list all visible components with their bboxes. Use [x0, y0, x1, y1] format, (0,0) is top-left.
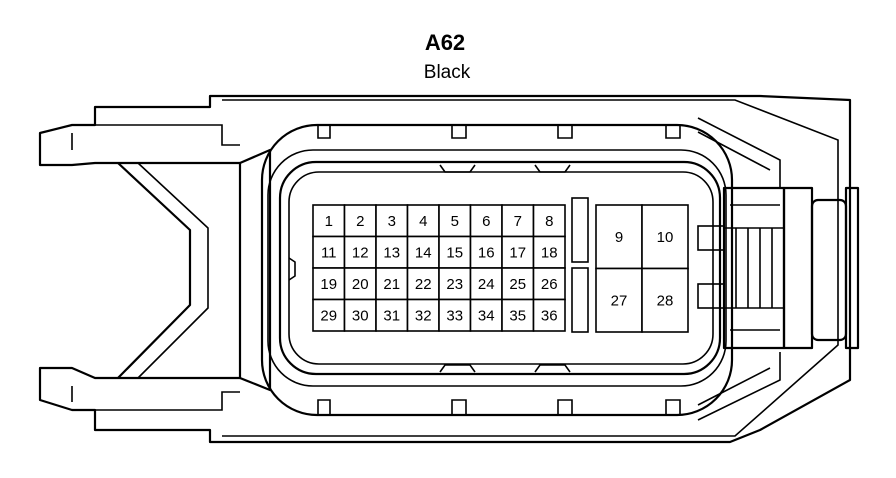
pin-cavity: [375, 235, 409, 269]
large-pin-number: 27: [611, 292, 628, 309]
pin-number: 1: [325, 213, 333, 230]
pin-cavity: [532, 298, 566, 332]
pin-cavity: [375, 267, 409, 301]
connector-color: Black: [424, 62, 471, 83]
pin-cavity: [312, 235, 346, 269]
pin-number: 31: [383, 307, 400, 324]
pin-number: 5: [451, 213, 459, 230]
pin-number: 8: [545, 213, 553, 230]
pin-number: 17: [509, 244, 526, 261]
pin-cavity: [312, 298, 346, 332]
pin-cavity: [438, 298, 472, 332]
pin-number: 25: [509, 276, 526, 293]
pin-cavity: [469, 204, 503, 238]
pin-cavity: [375, 298, 409, 332]
pin-number: 13: [383, 244, 400, 261]
pin-cavity: [532, 204, 566, 238]
pin-cavity: [406, 204, 440, 238]
key-slot-lower: [571, 267, 589, 333]
pin-number: 16: [478, 244, 495, 261]
pin-number: 12: [352, 244, 369, 261]
pin-number: 20: [352, 276, 369, 293]
pin-number: 15: [446, 244, 463, 261]
large-pin-grid: 9 10 27 28: [595, 204, 689, 333]
pin-number: 3: [388, 213, 396, 230]
pin-number: 19: [320, 276, 337, 293]
large-pin-number: 10: [657, 229, 674, 246]
pin-number: 34: [478, 307, 495, 324]
pin-number: 30: [352, 307, 369, 324]
large-pin-cavity: [641, 267, 689, 333]
pin-number: 21: [383, 276, 400, 293]
pin-number: 7: [514, 213, 522, 230]
pin-number: 6: [482, 213, 490, 230]
pin-cavity: [343, 298, 377, 332]
key-slot-upper: [571, 197, 589, 263]
pin-number: 32: [415, 307, 432, 324]
pin-number: 24: [478, 276, 495, 293]
large-pin-number: 9: [615, 229, 623, 246]
pin-number: 26: [541, 276, 558, 293]
pin-number: 18: [541, 244, 558, 261]
pin-number: 35: [509, 307, 526, 324]
pin-number: 23: [446, 276, 463, 293]
pin-cavity: [343, 204, 377, 238]
pin-number: 11: [321, 244, 337, 261]
pin-number: 2: [356, 213, 364, 230]
pin-number: 14: [415, 244, 432, 261]
pin-number: 29: [320, 307, 337, 324]
connector-housing: [38, 94, 860, 444]
pin-number: 36: [541, 307, 558, 324]
pin-number: 33: [446, 307, 463, 324]
pin-number: 4: [419, 213, 427, 230]
connector-id: A62: [425, 30, 465, 55]
pin-number: 22: [415, 276, 432, 293]
pin-cavity: [501, 267, 535, 301]
large-pin-number: 28: [657, 292, 674, 309]
